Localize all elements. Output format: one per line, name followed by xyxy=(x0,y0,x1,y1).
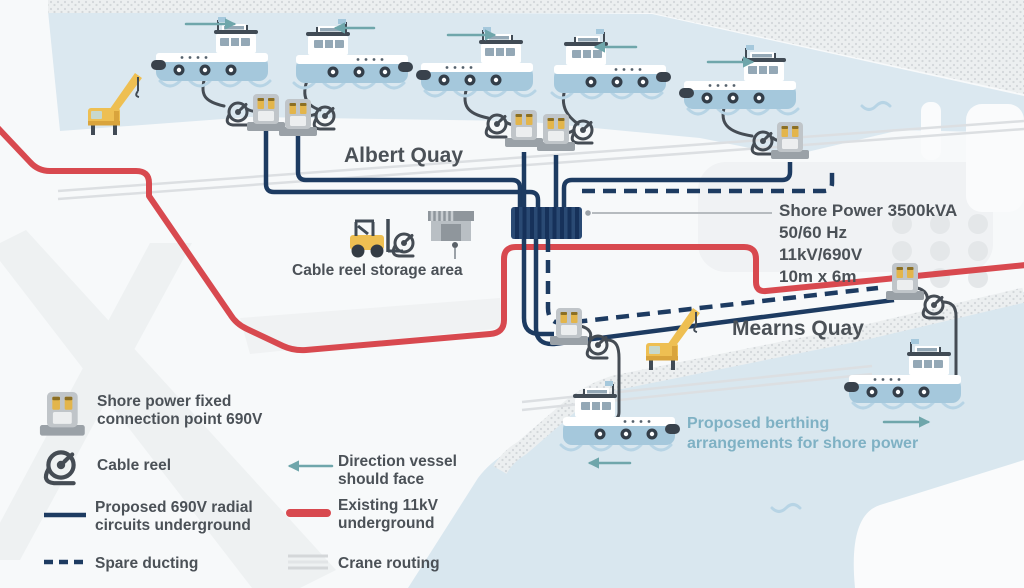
legend-line: Cable reel xyxy=(97,457,172,474)
road-band xyxy=(240,298,504,354)
legend-item-spare-ducting: Spare ducting xyxy=(95,555,198,573)
legend-item-direction-vessel: Direction vessel should face xyxy=(338,453,457,489)
shore-power-line: 50/60 Hz xyxy=(779,223,848,242)
crane-routing-albert xyxy=(57,119,1024,201)
direction-arrows xyxy=(184,18,931,469)
legend-line: Existing 11kV xyxy=(338,497,438,514)
legend-line: circuits underground xyxy=(95,517,251,534)
cable-reel-storage-label: Cable reel storage area xyxy=(292,262,463,279)
shore-power-line: 11kV/690V xyxy=(779,245,863,264)
berthing-note-line: Proposed berthing xyxy=(687,415,830,432)
legend-item-proposed-circuits: Proposed 690V radial circuits undergroun… xyxy=(95,499,253,535)
legend-line: Shore power fixed xyxy=(97,393,232,410)
road-diagonal-1 xyxy=(0,230,336,588)
water-albert-quay xyxy=(48,11,1024,156)
wave-mark xyxy=(860,101,892,111)
legend-line: Spare ducting xyxy=(95,555,199,572)
mearns-quay-label: Mearns Quay xyxy=(732,317,864,340)
legend-line: connection point 690V xyxy=(97,411,263,428)
legend-line: Crane routing xyxy=(338,555,440,572)
pier-small xyxy=(921,102,941,160)
breakwater-stipple-band xyxy=(48,0,1024,94)
shore-power-line: Shore Power 3500kVA xyxy=(779,201,958,220)
pier-large xyxy=(966,104,1024,212)
legend-item-crane-routing: Crane routing xyxy=(338,555,440,573)
albert-quay-label: Albert Quay xyxy=(344,144,464,167)
berthing-note-line: arrangements for shore power xyxy=(687,435,919,452)
wave-mark xyxy=(770,503,802,513)
pier-bottom-right xyxy=(853,460,1024,588)
legend-crane-routing-swatch xyxy=(288,554,328,570)
legend-line: underground xyxy=(338,515,435,532)
legend-icons xyxy=(39,392,334,570)
substation-callout-line xyxy=(585,210,772,216)
shore-power-line: 10m x 6m xyxy=(779,267,857,286)
legend-item-existing-11kv: Existing 11kV underground xyxy=(338,497,438,533)
legend-line: Direction vessel xyxy=(338,453,457,470)
shore-power-callout-text: Shore Power 3500kVA 50/60 Hz 11kV/690V 1… xyxy=(779,200,957,288)
substation-icon xyxy=(511,207,582,239)
legend-item-cable-reel: Cable reel xyxy=(97,457,171,475)
legend-item-shore-power-point: Shore power fixed connection point 690V xyxy=(97,393,262,429)
proposed-berthing-note: Proposed berthing arrangements for shore… xyxy=(687,414,918,454)
existing-11kv-line xyxy=(0,125,1024,354)
warehouse-icon xyxy=(426,209,476,243)
cable-reel-icon xyxy=(391,232,415,258)
warehouse-callout xyxy=(452,242,458,259)
legend-line: should face xyxy=(338,471,425,488)
legend-line: Proposed 690V radial xyxy=(95,499,253,516)
